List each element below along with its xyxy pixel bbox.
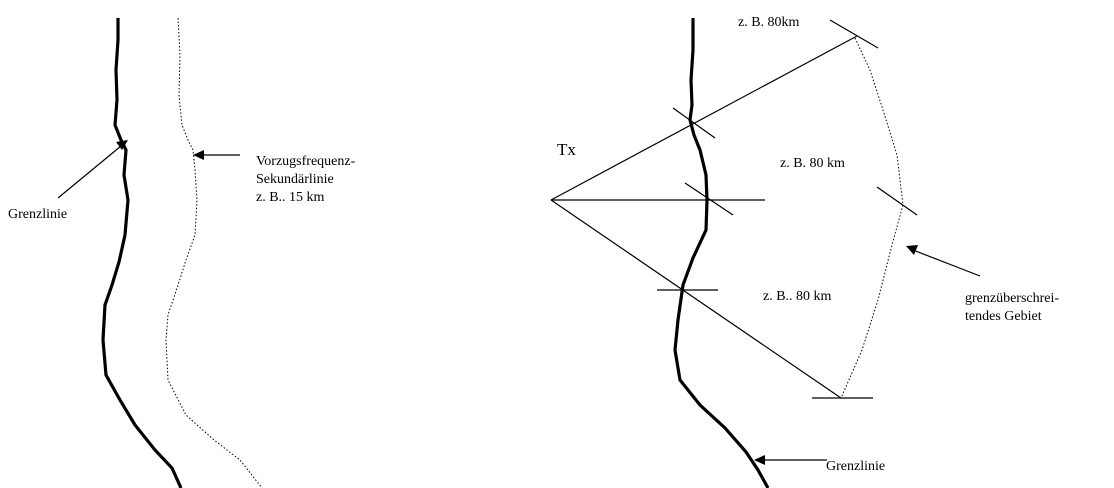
ray-top bbox=[550, 35, 858, 201]
left-border-line bbox=[101, 18, 183, 488]
right-border-line bbox=[673, 18, 770, 488]
right-area-arrow-head bbox=[906, 245, 918, 255]
area-label-1: grenzüberschrei- bbox=[965, 291, 1059, 306]
left-border-label: Grenzlinie bbox=[8, 207, 67, 222]
tick-top-outer bbox=[829, 19, 879, 49]
left-secondary-arrow-head bbox=[193, 150, 204, 160]
left-secondary-label-1: Vorzugsfrequenz- bbox=[256, 154, 356, 169]
distance-label-low: z. B.. 80 km bbox=[763, 289, 832, 304]
right-border-label: Grenzlinie bbox=[826, 459, 885, 474]
distance-label-top: z. B. 80km bbox=[738, 15, 800, 30]
left-secondary-line bbox=[165, 17, 263, 488]
tick-top-inner bbox=[672, 107, 716, 139]
right-area-arrow-shaft bbox=[912, 249, 981, 277]
right-area-boundary bbox=[840, 37, 904, 399]
right-panel: Tx z. B. 80km z. B. 80 km z. B.. 80 km g… bbox=[550, 15, 1059, 488]
tick-mid-inner bbox=[684, 182, 734, 216]
left-secondary-label-2: Sekundärlinie bbox=[256, 172, 334, 187]
left-border-arrow-shaft bbox=[57, 145, 122, 199]
ray-bottom bbox=[550, 199, 842, 399]
area-label-2: tendes Gebiet bbox=[965, 309, 1042, 324]
left-panel: Grenzlinie Vorzugsfrequenz- Sekundärlini… bbox=[8, 17, 356, 488]
left-border-arrow-head bbox=[116, 140, 128, 150]
right-border-arrow-head bbox=[754, 455, 765, 465]
left-secondary-label-3: z. B.. 15 km bbox=[256, 190, 325, 205]
distance-label-middle: z. B. 80 km bbox=[780, 156, 845, 171]
tick-mid-outer bbox=[876, 186, 918, 216]
tx-label: Tx bbox=[557, 140, 576, 159]
